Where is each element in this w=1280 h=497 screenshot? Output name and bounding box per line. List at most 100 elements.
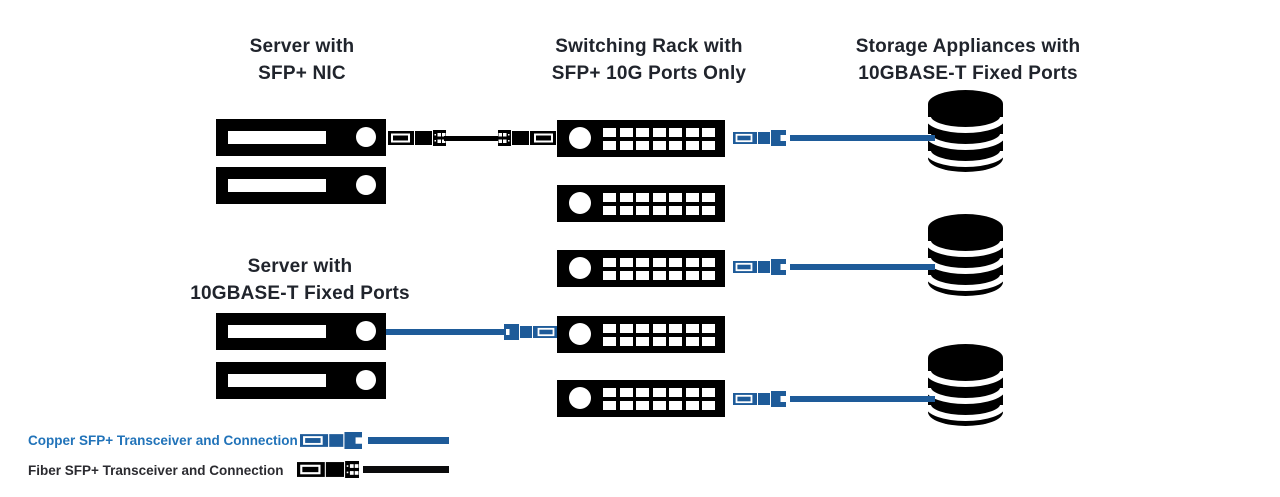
switch-port bbox=[685, 128, 699, 137]
switch-port bbox=[603, 128, 616, 137]
switch-port bbox=[603, 141, 616, 150]
copper-transceiver-icon bbox=[733, 391, 786, 407]
switch-port bbox=[603, 258, 616, 267]
server-chassis bbox=[216, 119, 386, 156]
server-power-led bbox=[356, 321, 376, 341]
switch-port bbox=[702, 258, 715, 267]
switch-port bbox=[685, 324, 699, 333]
switch-port bbox=[702, 337, 715, 346]
switch-port bbox=[702, 128, 715, 137]
switch-port bbox=[652, 271, 666, 280]
switch-chassis bbox=[557, 380, 725, 417]
copper-transceiver-icon bbox=[733, 259, 786, 275]
switch-led bbox=[569, 323, 591, 345]
switch-port bbox=[603, 193, 616, 202]
database-icon bbox=[928, 90, 1003, 172]
switch-port bbox=[685, 388, 699, 397]
switch-port bbox=[619, 128, 633, 137]
switch-port bbox=[702, 141, 715, 150]
database-icon bbox=[928, 344, 1003, 426]
heading-line: Server with bbox=[247, 256, 353, 277]
switch-port bbox=[619, 388, 633, 397]
legend-copper-transceiver-icon bbox=[300, 432, 362, 449]
switch-port bbox=[702, 401, 715, 410]
fiber-transceiver-icon bbox=[388, 130, 446, 146]
server-power-led bbox=[356, 370, 376, 390]
heading-line: Server with bbox=[249, 36, 355, 57]
copper-transceiver-icon bbox=[733, 130, 786, 146]
switch-port bbox=[636, 388, 649, 397]
switch-led bbox=[569, 387, 591, 409]
switch-port bbox=[636, 258, 649, 267]
server-drive-slot bbox=[228, 179, 326, 192]
switch-port bbox=[619, 206, 633, 215]
switch-port bbox=[619, 401, 633, 410]
legend-fiber-line bbox=[363, 466, 449, 473]
switch-port bbox=[652, 258, 666, 267]
switch-port bbox=[603, 206, 616, 215]
copper-cable bbox=[790, 135, 935, 141]
switch-port bbox=[669, 388, 682, 397]
switch-chassis bbox=[557, 250, 725, 287]
switch-port bbox=[652, 324, 666, 333]
legend-fiber-label: Fiber SFP+ Transceiver and Connection bbox=[28, 463, 284, 478]
database-icon bbox=[928, 214, 1003, 296]
heading-line: 10GBASE-T Fixed Ports bbox=[858, 63, 1078, 84]
heading-server-10gbase-t: Server with 10GBASE-T Fixed Ports bbox=[130, 253, 470, 307]
switch-port bbox=[603, 271, 616, 280]
server-drive-slot bbox=[228, 131, 326, 144]
switch-port bbox=[652, 388, 666, 397]
switch-port bbox=[685, 141, 699, 150]
switch-port bbox=[636, 206, 649, 215]
switch-port bbox=[685, 258, 699, 267]
switch-port bbox=[702, 193, 715, 202]
heading-line: SFP+ NIC bbox=[258, 63, 346, 84]
switch-port bbox=[636, 337, 649, 346]
switch-port bbox=[619, 337, 633, 346]
switch-port bbox=[636, 401, 649, 410]
switch-port bbox=[619, 193, 633, 202]
switch-port-grid bbox=[603, 258, 715, 280]
fiber-transceiver-icon bbox=[498, 130, 556, 146]
switch-port bbox=[636, 193, 649, 202]
switch-port-grid bbox=[603, 128, 715, 150]
switch-port bbox=[652, 337, 666, 346]
switch-port bbox=[603, 401, 616, 410]
switch-port bbox=[702, 206, 715, 215]
switch-port bbox=[636, 324, 649, 333]
switch-port bbox=[652, 401, 666, 410]
switch-port bbox=[603, 388, 616, 397]
heading-line: Storage Appliances with bbox=[855, 36, 1081, 57]
switch-port-grid bbox=[603, 388, 715, 410]
switch-port bbox=[685, 206, 699, 215]
switch-port bbox=[603, 337, 616, 346]
switch-port bbox=[669, 401, 682, 410]
heading-storage-appliances: Storage Appliances with 10GBASE-T Fixed … bbox=[818, 33, 1118, 87]
switch-chassis bbox=[557, 185, 725, 222]
heading-switching-rack: Switching Rack with SFP+ 10G Ports Only bbox=[499, 33, 799, 87]
switch-chassis bbox=[557, 316, 725, 353]
copper-cable bbox=[386, 329, 506, 335]
heading-line: 10GBASE-T Fixed Ports bbox=[190, 283, 410, 304]
switch-led bbox=[569, 192, 591, 214]
switch-port bbox=[702, 388, 715, 397]
legend-copper-line bbox=[368, 437, 449, 444]
switch-port bbox=[652, 193, 666, 202]
switch-port bbox=[669, 206, 682, 215]
switch-port bbox=[603, 324, 616, 333]
switch-port bbox=[669, 128, 682, 137]
switch-port-grid bbox=[603, 193, 715, 215]
switch-port bbox=[669, 193, 682, 202]
server-drive-slot bbox=[228, 325, 326, 338]
switch-port bbox=[652, 141, 666, 150]
switch-led bbox=[569, 257, 591, 279]
switch-port bbox=[669, 337, 682, 346]
server-drive-slot bbox=[228, 374, 326, 387]
switch-port bbox=[685, 337, 699, 346]
copper-cable bbox=[790, 264, 935, 270]
switch-port bbox=[619, 271, 633, 280]
switch-port bbox=[685, 401, 699, 410]
switch-port bbox=[685, 193, 699, 202]
switch-port bbox=[619, 324, 633, 333]
